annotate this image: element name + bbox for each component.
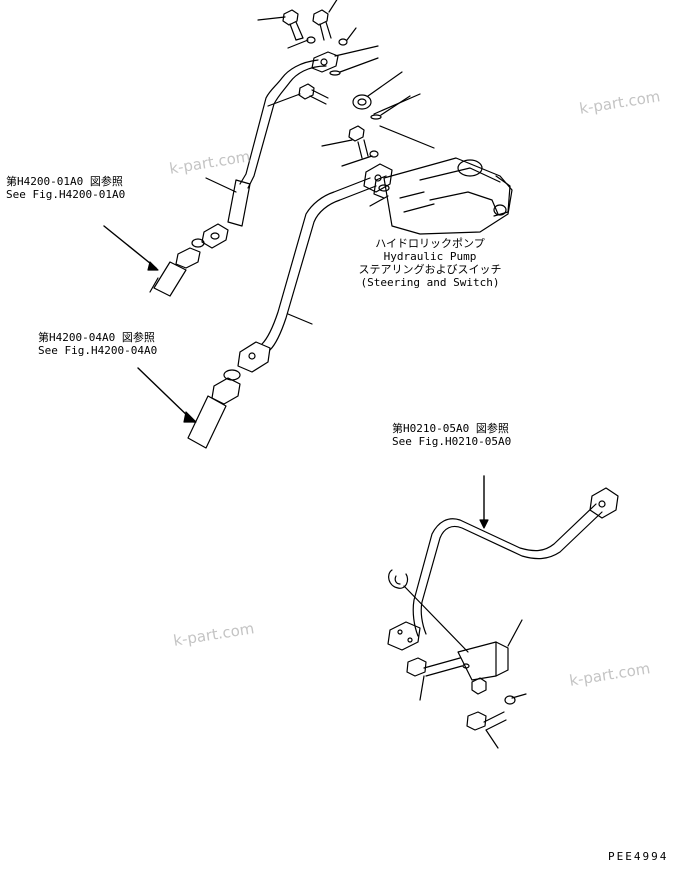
reference-jp: 第H4200-04A0 図参照 — [38, 331, 155, 344]
upper-hydraulic-pipe — [201, 59, 327, 249]
bracket — [457, 619, 523, 681]
small-washers-lower — [462, 663, 527, 705]
o-ring-upper — [191, 238, 205, 248]
pump-flange-fitting — [363, 163, 393, 193]
bolt-pump — [321, 125, 379, 167]
bolt-lower-right — [466, 711, 507, 749]
bolt-lower-left — [406, 657, 463, 701]
reference-label-h0210-05a0: 第H0210-05A0 図参照 See Fig.H0210-05A0 — [392, 422, 511, 448]
hydraulic-pump — [373, 157, 513, 235]
u-clamp — [388, 569, 469, 653]
reference-label-h4200-01a0: 第H4200-01A0 図参照 See Fig.H4200-01A0 — [6, 175, 125, 201]
pump-sub-label-en: (Steering and Switch) — [360, 276, 500, 289]
top-bolt-left — [257, 9, 304, 41]
reference-jp: 第H0210-05A0 図参照 — [392, 422, 509, 435]
reference-label-h4200-04a0: 第H4200-04A0 図参照 See Fig.H4200-04A0 — [38, 331, 157, 357]
pump-sub-label-jp: ステアリングおよびスイッチ — [358, 263, 502, 276]
reference-en: See Fig.H4200-01A0 — [6, 188, 126, 201]
lower-flange — [387, 621, 421, 651]
reference-jp: 第H4200-01A0 図参照 — [6, 175, 123, 188]
top-bolt-right — [312, 0, 338, 41]
reference-en: See Fig.H0210-05A0 — [392, 435, 512, 448]
o-ring-top — [329, 57, 379, 76]
pump-label: ハイドロリックポンプ Hydraulic Pump ステアリングおよびスイッチ … — [330, 237, 530, 289]
reference-en: See Fig.H4200-04A0 — [38, 344, 158, 357]
drawing-code: PEE4994 — [608, 850, 669, 863]
hose-end-upper — [103, 225, 201, 297]
split-flange-top — [311, 45, 379, 73]
long-hydraulic-pipe — [237, 177, 377, 373]
washers-top — [287, 27, 357, 49]
flange-pump-side — [352, 71, 403, 110]
hose-end-lower — [137, 367, 241, 449]
pump-label-jp: ハイドロリックポンプ — [375, 237, 485, 250]
pump-label-en: Hydraulic Pump — [383, 250, 477, 263]
lower-pipe-assembly — [412, 475, 619, 637]
bolt-middle — [267, 83, 329, 107]
o-ring-pump — [370, 95, 411, 120]
